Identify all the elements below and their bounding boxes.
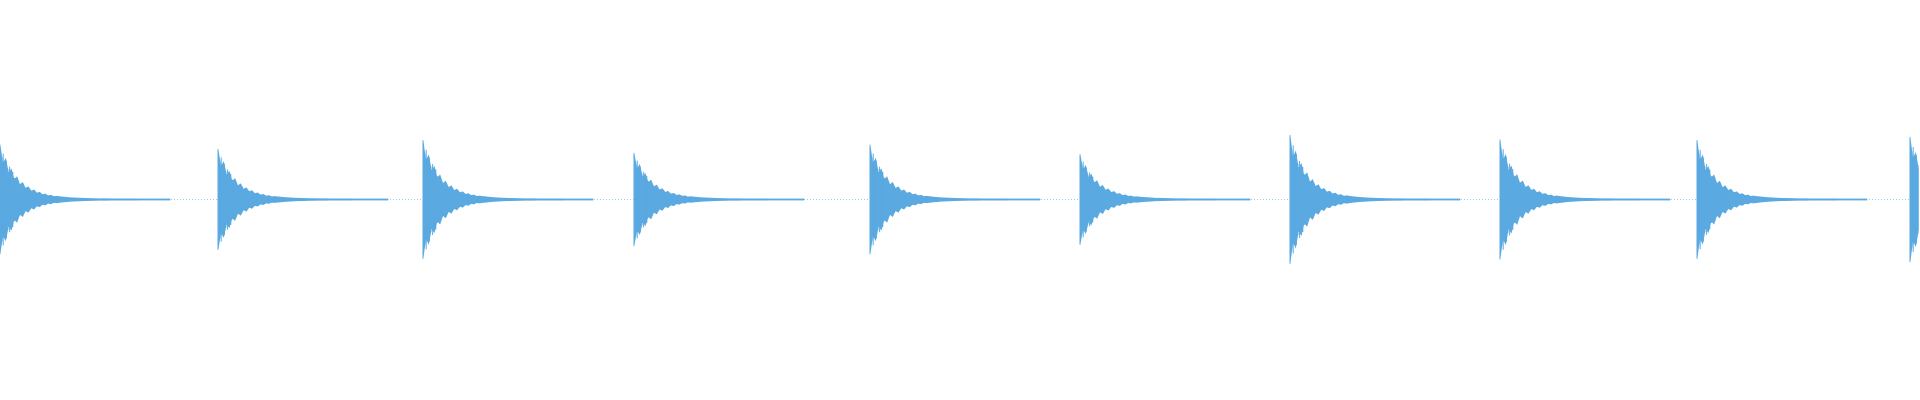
waveform-transient [217, 148, 389, 251]
waveform-transient [1079, 154, 1251, 245]
waveform-transient [869, 144, 1041, 255]
waveform-peaks [0, 134, 1919, 265]
waveform-transient [1909, 136, 1919, 263]
waveform-transient [633, 152, 805, 247]
waveform-transient [0, 144, 171, 255]
waveform-transient [1289, 134, 1461, 265]
waveform-transient [1696, 139, 1868, 260]
waveform-transient [1499, 139, 1671, 260]
waveform-transient [422, 139, 594, 260]
